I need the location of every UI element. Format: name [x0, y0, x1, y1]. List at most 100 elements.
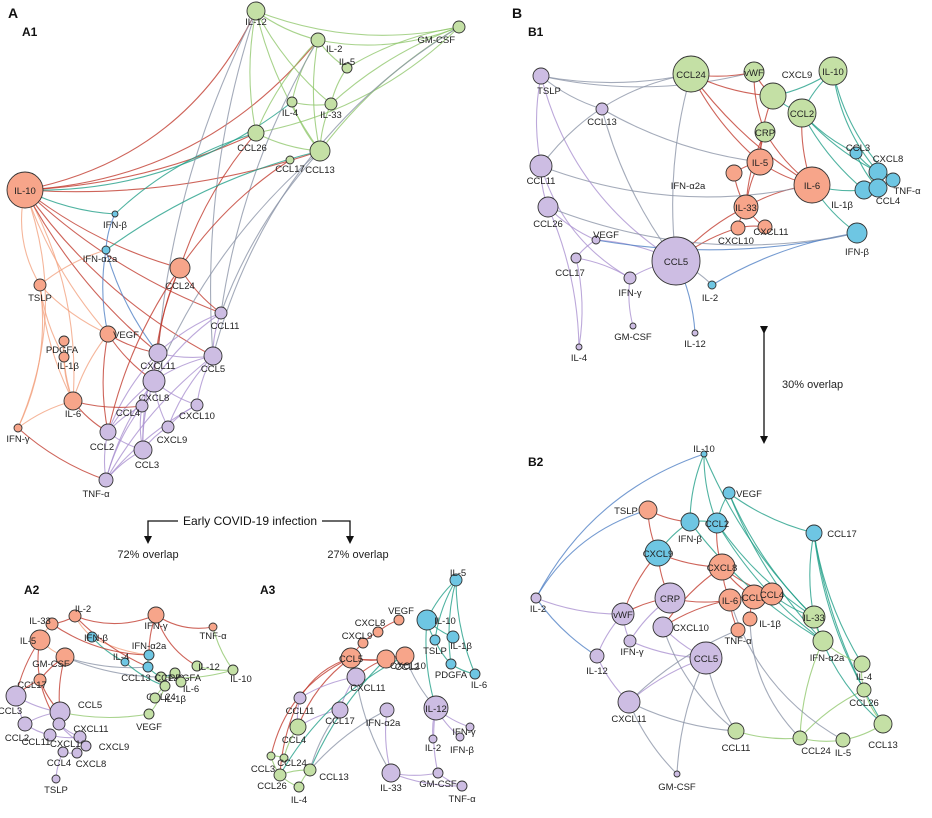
node — [147, 606, 165, 624]
node-label: CCL5 — [664, 257, 688, 268]
edge — [24, 132, 257, 191]
node — [706, 512, 728, 534]
node-label: vWF — [613, 610, 633, 621]
edge — [689, 453, 705, 523]
node — [99, 423, 117, 441]
edge — [799, 640, 824, 739]
node — [629, 322, 637, 330]
edge — [728, 492, 815, 618]
node — [455, 732, 465, 742]
node — [644, 539, 672, 567]
node — [591, 235, 601, 245]
edge — [220, 39, 319, 314]
node — [733, 194, 759, 220]
edge — [102, 249, 109, 335]
node-label: CCL2 — [705, 519, 729, 530]
node — [730, 220, 746, 236]
node — [191, 660, 203, 672]
node — [341, 62, 353, 74]
edge — [59, 711, 150, 719]
node-label: CCL5 — [78, 700, 102, 711]
node — [266, 751, 276, 761]
nodes-b2: IL-10VEGFTSLPCCL2CCL17IFN-βCXCL9CXCL8IL-… — [530, 444, 898, 793]
node-label: GM-CSF — [32, 659, 70, 670]
edge — [107, 267, 181, 433]
node — [169, 667, 181, 679]
node — [835, 732, 851, 748]
node — [652, 616, 674, 638]
node-label: CCL24 — [676, 70, 706, 81]
edge — [799, 689, 865, 739]
node — [611, 602, 635, 626]
node — [246, 1, 266, 21]
node — [446, 630, 460, 644]
node-label: IL-2 — [75, 604, 91, 615]
section-letter-a: A — [8, 5, 18, 21]
node-label: CCL26 — [154, 673, 184, 684]
edge — [535, 597, 598, 657]
node-label: IL-33 — [735, 203, 757, 214]
node-label: IL-4 — [113, 652, 129, 663]
node — [532, 67, 550, 85]
node — [742, 611, 758, 627]
node-label: CCL11 — [211, 321, 240, 332]
node-label: CCL4 — [876, 196, 900, 207]
edge — [105, 249, 159, 354]
node — [853, 655, 871, 673]
node — [142, 661, 154, 673]
node — [33, 673, 47, 687]
node-label: CCL2 — [90, 442, 114, 453]
node-label: IL-12 — [684, 339, 706, 350]
node-label: IFN-β — [678, 534, 702, 545]
node-label: TNF-α — [199, 631, 227, 642]
node — [718, 588, 742, 612]
node-label: IL-10 — [693, 444, 715, 455]
edge — [728, 492, 815, 534]
node — [379, 702, 395, 718]
node — [672, 55, 710, 93]
node — [673, 770, 681, 778]
edge — [17, 284, 44, 429]
node-label: CCL11 — [286, 706, 315, 717]
node — [149, 692, 161, 704]
node — [6, 171, 44, 209]
edge — [17, 189, 46, 429]
edge — [540, 75, 677, 262]
node-label: CCL24 — [801, 746, 831, 757]
node-label: IL-12 — [198, 662, 220, 673]
node — [51, 774, 61, 784]
node-label: IL-1β — [831, 200, 853, 211]
node-label: CXCL9 — [782, 70, 813, 81]
edge — [601, 108, 761, 163]
edge — [547, 206, 858, 246]
edge — [24, 101, 293, 191]
node-label: IL-33 — [29, 616, 51, 627]
node-label: TSLP — [44, 785, 68, 796]
node — [846, 222, 868, 244]
node-label: IL-2 — [326, 44, 342, 55]
node-label: CXCL10 — [179, 411, 215, 422]
node — [376, 649, 396, 669]
node — [623, 634, 637, 648]
node-label: CCL3 — [0, 706, 22, 717]
node-label: CCL5 — [201, 364, 225, 375]
edge — [102, 333, 109, 433]
node-label: CCL11 — [22, 737, 51, 748]
node-label: IFN-α2a — [132, 641, 167, 652]
early-infection-connector — [144, 520, 354, 544]
node — [395, 646, 415, 666]
node-label: CCL26 — [533, 219, 563, 230]
node — [227, 664, 239, 676]
node — [372, 626, 384, 638]
node — [617, 690, 641, 714]
node-label: IFN-γ — [620, 647, 643, 658]
node-label: CCL2 — [395, 662, 419, 673]
node-label: IL-33 — [803, 613, 825, 624]
node — [805, 524, 823, 542]
node — [529, 154, 553, 178]
node-label: CXCL11 — [73, 724, 108, 735]
